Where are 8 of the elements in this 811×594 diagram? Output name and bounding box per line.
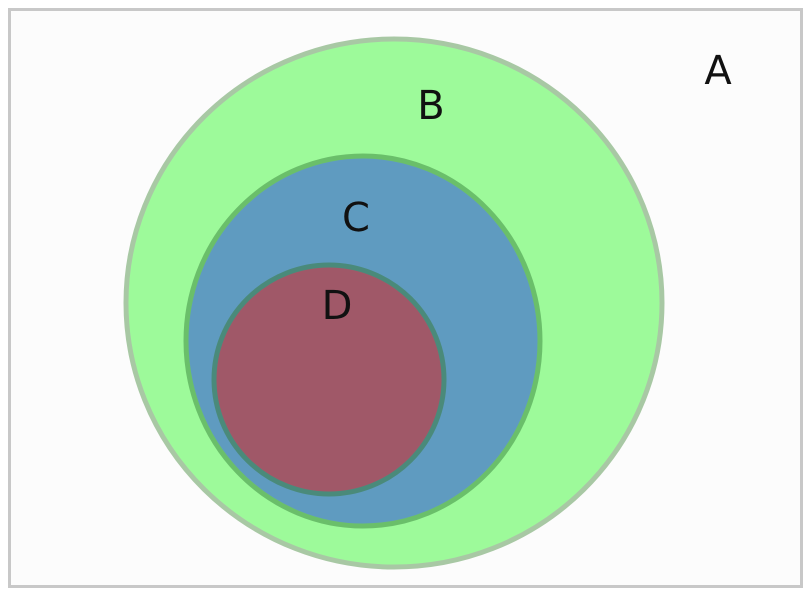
set-circle [183,153,543,529]
set-circle [211,262,447,497]
set-circle [123,36,665,570]
set-label: B [417,86,445,126]
set-label: A [704,51,732,91]
set-label: D [322,286,352,326]
universal-set-frame [8,8,803,588]
set-label: C [342,198,370,238]
